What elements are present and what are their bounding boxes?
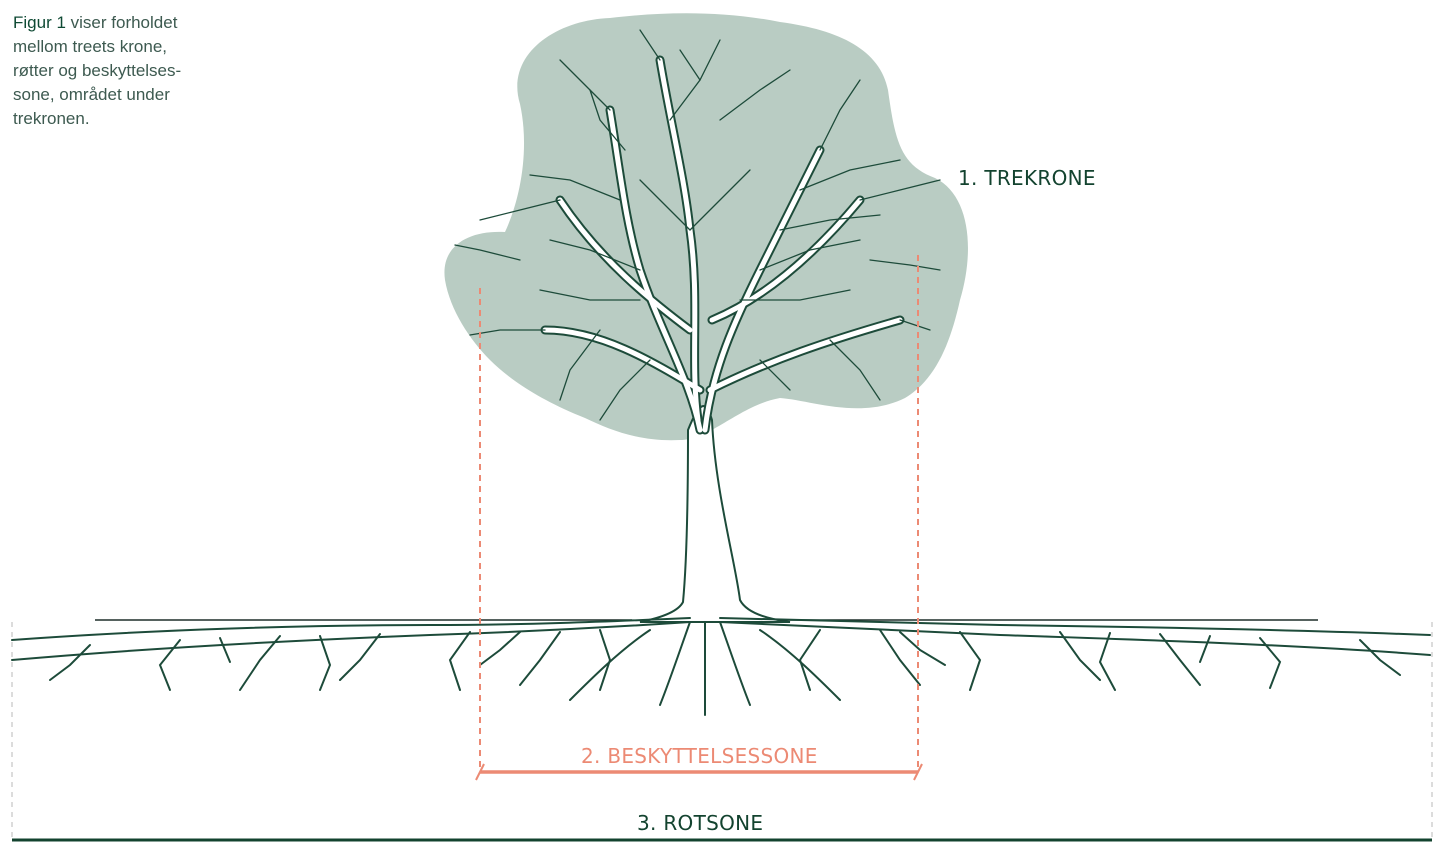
- crown-zone-label: 1. TREKRONE: [958, 166, 1096, 190]
- root-zone-label: 3. ROTSONE: [637, 811, 763, 835]
- crown-shape: [444, 13, 968, 440]
- root-zone-markers: [12, 622, 1432, 838]
- protection-zone-label: 2. BESKYTTELSESSONE: [581, 744, 818, 768]
- root-system: [12, 618, 1430, 715]
